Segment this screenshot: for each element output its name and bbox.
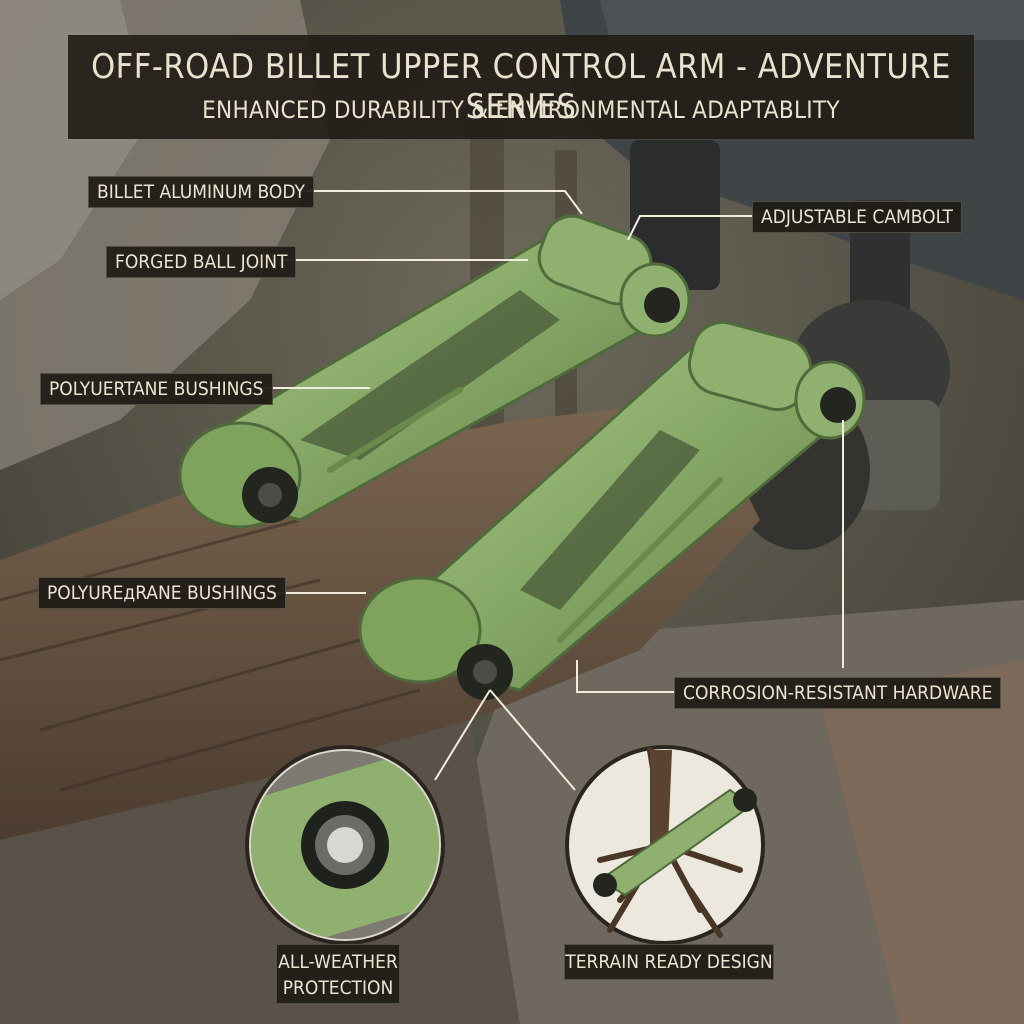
callout-polyurethane-bushings-lower: POLYUREдRANE BUSHINGS — [38, 577, 286, 609]
terrain-ready-inset — [565, 745, 765, 945]
callout-forged-ball-joint: FORGED BALL JOINT — [106, 246, 297, 278]
callout-corrosion-resistant-hardware: CORROSION-RESISTANT HARDWARE — [674, 677, 1002, 709]
callout-leader-lines — [260, 190, 844, 791]
control-arm-left — [178, 214, 691, 529]
page-title: OFF-ROAD BILLET UPPER CONTROL ARM - ADVE… — [91, 47, 951, 127]
all-weather-inset — [245, 745, 445, 945]
caption-terrain-ready-design: TERRAIN READY DESIGN — [564, 944, 774, 980]
callout-adjustable-cambolt: ADJUSTABLE CAMBOLT — [752, 201, 962, 233]
control-arm-right — [358, 320, 866, 700]
caption-line-2: PROTECTION — [282, 977, 394, 999]
title-banner: OFF-ROAD BILLET UPPER CONTROL ARM - ADVE… — [68, 35, 974, 139]
coil-mount — [850, 400, 940, 510]
caption-line-1: ALL-WEATHER — [278, 951, 398, 973]
callout-billet-aluminum-body: BILLET ALUMINUM BODY — [88, 176, 314, 208]
page-subtitle: ENHANCED DURABILITY & ENVIRONMENTAL ADAP… — [202, 96, 840, 124]
callout-polyurethane-bushings-upper: POLYUERTANE BUSHINGS — [40, 373, 273, 405]
caption-line-1: TERRAIN READY DESIGN — [565, 951, 773, 973]
log-bark-lines — [0, 518, 421, 792]
caption-all-weather-protection: ALL-WEATHER PROTECTION — [276, 944, 400, 1004]
vehicle-panel — [600, 0, 1024, 40]
rock-lichen — [820, 660, 1024, 1024]
